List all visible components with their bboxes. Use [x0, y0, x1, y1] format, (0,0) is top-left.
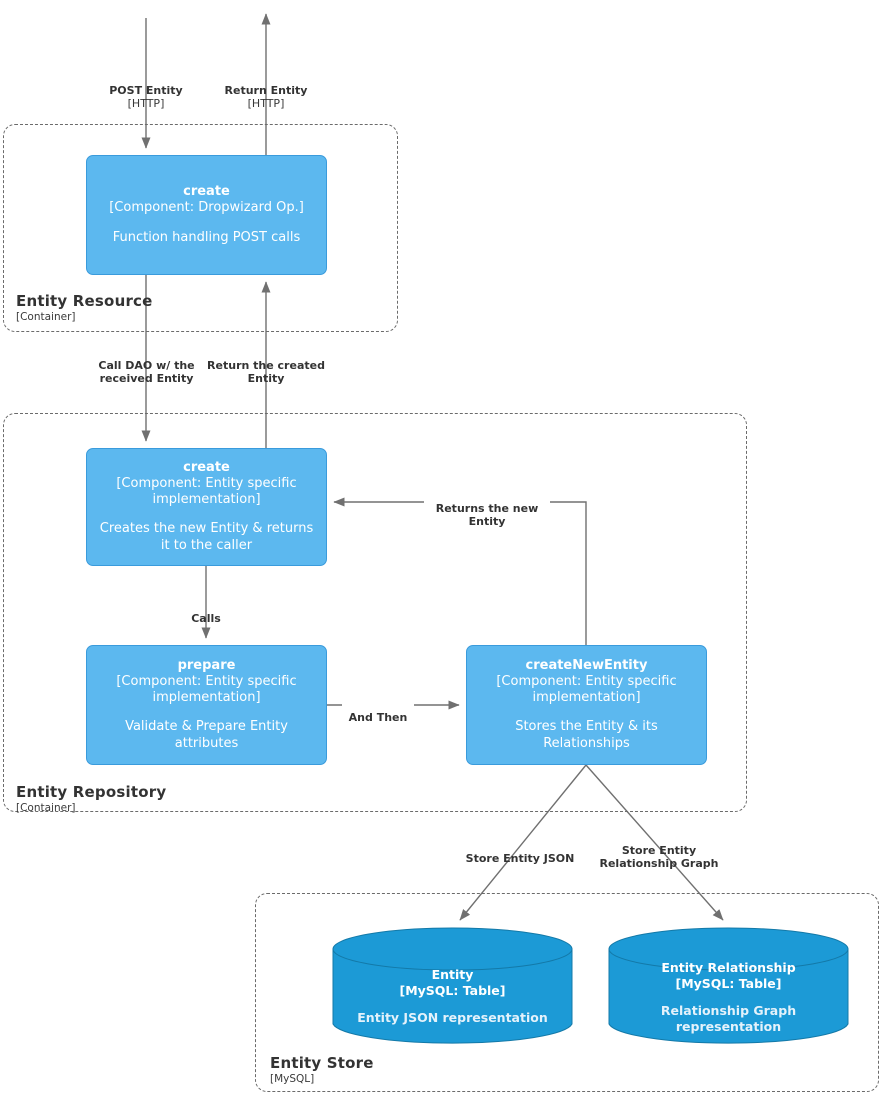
rel-label-return-created-text: Return the created Entity	[207, 359, 325, 386]
boundary-entity-store	[255, 893, 879, 1092]
boundary-entity-repository-label: Entity Repository [Container]	[16, 783, 167, 815]
rel-label-returns-new-entity: Returns the new Entity	[424, 489, 550, 529]
rel-label-store-entity-json: Store Entity JSON	[449, 839, 591, 865]
boundary-entity-resource-tech: [Container]	[16, 311, 76, 324]
rel-label-call-dao-text: Call DAO w/ the received Entity	[98, 359, 195, 386]
rel-label-return-entity-tech: [HTTP]	[247, 97, 285, 111]
component-resource-create[interactable]: create [Component: Dropwizard Op.] Funct…	[86, 155, 327, 275]
rel-label-store-entity-json-text: Store Entity JSON	[465, 852, 575, 866]
rel-label-and-then: And Then	[342, 698, 414, 725]
component-repository-prepare[interactable]: prepare [Component: Entity specific impl…	[86, 645, 327, 765]
component-resource-create-name: create	[183, 184, 230, 200]
rel-label-return-entity-text: Return Entity	[224, 84, 308, 98]
rel-label-return-created: Return the created Entity	[203, 346, 329, 386]
rel-label-post-entity: POST Entity [HTTP]	[81, 71, 211, 124]
component-resource-create-tech: [Component: Dropwizard Op.]	[109, 199, 304, 215]
boundary-entity-store-label: Entity Store [MySQL]	[270, 1054, 374, 1086]
component-repository-prepare-tech: [Component: Entity specific implementati…	[116, 673, 297, 705]
rel-label-post-entity-text: POST Entity	[109, 84, 183, 98]
boundary-entity-store-tech: [MySQL]	[270, 1073, 315, 1086]
component-create-new-entity[interactable]: createNewEntity [Component: Entity speci…	[466, 645, 707, 765]
rel-label-return-entity: Return Entity [HTTP]	[201, 71, 331, 124]
component-repository-create-description: Creates the new Entity & returns it to t…	[99, 521, 314, 553]
rel-label-calls-text: Calls	[191, 612, 221, 626]
database-entity-relationship-cylinder	[608, 927, 849, 1044]
boundary-entity-resource-name: Entity Resource	[16, 292, 153, 310]
rel-label-call-dao: Call DAO w/ the received Entity	[91, 346, 202, 386]
rel-label-and-then-text: And Then	[348, 711, 408, 725]
component-repository-create-tech: [Component: Entity specific implementati…	[116, 475, 297, 507]
boundary-entity-repository-tech: [Container]	[16, 802, 76, 815]
component-resource-create-description: Function handling POST calls	[112, 229, 301, 245]
rel-label-calls: Calls	[166, 599, 246, 625]
rel-label-store-relationship-graph: Store Entity Relationship Graph	[594, 831, 724, 871]
rel-label-post-entity-tech: [HTTP]	[127, 97, 165, 111]
component-create-new-entity-name: createNewEntity	[525, 658, 648, 674]
boundary-entity-repository	[3, 413, 747, 812]
component-create-new-entity-tech: [Component: Entity specific implementati…	[496, 673, 677, 705]
component-create-new-entity-description: Stores the Entity & its Relationships	[515, 719, 658, 751]
boundary-entity-resource	[3, 124, 398, 332]
component-repository-prepare-name: prepare	[177, 658, 236, 674]
boundary-entity-store-name: Entity Store	[270, 1054, 374, 1072]
component-repository-prepare-description: Validate & Prepare Entity attributes	[125, 719, 288, 751]
rel-label-store-relationship-graph-text: Store Entity Relationship Graph	[599, 844, 719, 871]
database-entity[interactable]: Entity [MySQL: Table] Entity JSON repres…	[332, 927, 573, 1046]
boundary-entity-repository-name: Entity Repository	[16, 783, 167, 801]
database-entity-relationship[interactable]: Entity Relationship [MySQL: Table] Relat…	[608, 927, 849, 1046]
database-entity-cylinder	[332, 927, 573, 1044]
component-repository-create[interactable]: create [Component: Entity specific imple…	[86, 448, 327, 566]
rel-label-returns-new-entity-text: Returns the new Entity	[435, 502, 539, 529]
component-repository-create-name: create	[183, 460, 230, 476]
boundary-entity-resource-label: Entity Resource [Container]	[16, 292, 153, 324]
